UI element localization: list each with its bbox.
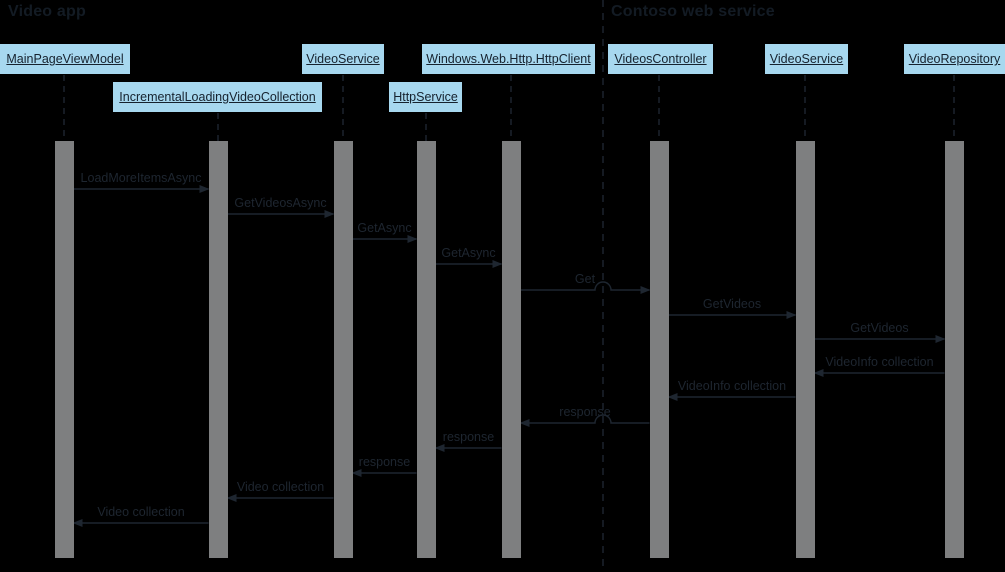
participant-label-VideoRepository: VideoRepository bbox=[908, 52, 1001, 66]
message-label-getvideos-5: GetVideos bbox=[702, 297, 762, 311]
participant-label-MainPageViewModel: MainPageViewModel bbox=[6, 52, 124, 66]
activation-bar-HttpClient bbox=[501, 141, 521, 558]
message-label-video-collection-12: Video collection bbox=[236, 480, 325, 494]
activation-bar-VideosController bbox=[649, 141, 669, 558]
message-label-get-4: Get bbox=[574, 272, 596, 286]
message-label-getasync-2: GetAsync bbox=[357, 221, 412, 235]
activation-bar-MainPageViewModel bbox=[54, 141, 74, 558]
participant-box-VideoServiceApp: VideoService bbox=[302, 44, 384, 74]
activation-bar-VideoServiceApp bbox=[333, 141, 353, 558]
message-label-getasync-3: GetAsync bbox=[441, 246, 496, 260]
zone-title-video-app: Video app bbox=[8, 3, 86, 20]
message-arrow-get-4 bbox=[520, 281, 651, 294]
message-label-response-9: response bbox=[559, 405, 611, 419]
message-arrow-response-9 bbox=[519, 414, 650, 427]
participant-label-IncrementalLoadingVideoCollection: IncrementalLoadingVideoCollection bbox=[119, 90, 316, 104]
participant-label-HttpClient: Windows.Web.Http.HttpClient bbox=[426, 52, 591, 66]
activation-bar-VideoServiceWeb bbox=[795, 141, 815, 558]
message-label-response-11: response bbox=[358, 455, 411, 469]
participant-label-VideosController: VideosController bbox=[614, 52, 707, 66]
activation-bar-IncrementalLoadingVideoCollection bbox=[208, 141, 228, 558]
zone-title-contoso-web-service: Contoso web service bbox=[611, 3, 775, 20]
message-label-video-collection-13: Video collection bbox=[97, 505, 185, 519]
participant-label-HttpService: HttpService bbox=[393, 90, 458, 104]
participant-box-HttpClient: Windows.Web.Http.HttpClient bbox=[422, 44, 595, 74]
participant-box-IncrementalLoadingVideoCollection: IncrementalLoadingVideoCollection bbox=[113, 82, 322, 112]
message-label-getvideosasync-1: GetVideosAsync bbox=[234, 196, 327, 210]
message-label-videoinfo-collection-8: VideoInfo collection bbox=[677, 379, 787, 393]
participant-box-VideoRepository: VideoRepository bbox=[904, 44, 1005, 74]
participant-box-HttpService: HttpService bbox=[389, 82, 462, 112]
participant-label-VideoServiceApp: VideoService bbox=[306, 52, 380, 66]
activation-bar-HttpService bbox=[416, 141, 436, 558]
message-label-response-10: response bbox=[442, 430, 495, 444]
message-label-loadmoreitemsasync-0: LoadMoreItemsAsync bbox=[80, 171, 202, 185]
participant-label-VideoServiceWeb: VideoService bbox=[769, 52, 844, 66]
activation-bar-VideoRepository bbox=[944, 141, 964, 558]
participant-box-VideosController: VideosController bbox=[608, 44, 713, 74]
participant-box-MainPageViewModel: MainPageViewModel bbox=[0, 44, 130, 74]
message-label-videoinfo-collection-7: VideoInfo collection bbox=[825, 355, 934, 369]
participant-box-VideoServiceWeb: VideoService bbox=[765, 44, 848, 74]
message-label-getvideos-6: GetVideos bbox=[850, 321, 909, 335]
